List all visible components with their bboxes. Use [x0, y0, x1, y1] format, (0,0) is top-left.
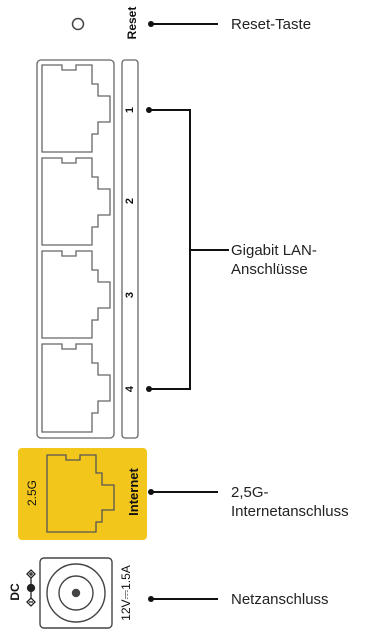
internet-callout-line1: 2,5G- [231, 484, 269, 501]
lan-port-1-label: 1 [124, 106, 136, 114]
reset-callout-text: Reset-Taste [231, 16, 312, 33]
lan-bracket-line [149, 109, 191, 390]
lan-port-1-socket [41, 64, 111, 153]
internet-port-block [18, 448, 147, 540]
internet-port-socket [46, 454, 115, 533]
lan-port-3-label: 3 [124, 291, 136, 299]
callout-lines [149, 23, 229, 600]
lan-port-4-label: 4 [124, 385, 136, 393]
reset-button-hole [71, 17, 85, 31]
dc-label: DC [8, 583, 22, 601]
reset-callout: Reset-Taste [231, 15, 311, 34]
dc-power-jack [39, 557, 113, 629]
lan-port-block [36, 59, 139, 439]
power-callout-text: Netzanschluss [231, 591, 329, 608]
internet-label: Internet [126, 468, 141, 516]
lan-callout-line1: Gigabit LAN- [231, 242, 317, 259]
lan-port-2-socket [41, 157, 111, 246]
lan-port-3-socket [41, 250, 111, 339]
power-callout: Netzanschluss [231, 590, 329, 609]
internet-callout-line2: Internetanschluss [231, 503, 349, 520]
lan-callout-line2: Anschlüsse [231, 261, 308, 278]
power-rating-label: 12V⎓1.5A [119, 565, 133, 621]
internet-callout: 2,5G- Internetanschluss [231, 483, 349, 521]
lan-port-4-socket [41, 343, 111, 433]
dc-polarity-icon [26, 569, 36, 607]
internet-speed-label: 2.5G [25, 480, 39, 507]
lan-port-2-label: 2 [124, 197, 136, 205]
callout-dots [146, 21, 154, 602]
lan-callout: Gigabit LAN- Anschlüsse [231, 241, 317, 279]
reset-label: Reset [125, 6, 139, 40]
